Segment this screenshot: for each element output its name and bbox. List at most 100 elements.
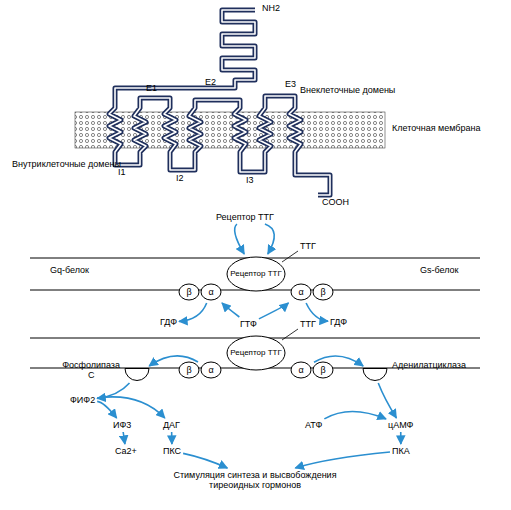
flow-arrow xyxy=(295,452,390,468)
beta-subunit: β xyxy=(178,361,200,379)
flow-arrow xyxy=(97,383,129,398)
node-text: ИФ3 xyxy=(113,420,131,430)
flow-arrow xyxy=(123,432,125,444)
ell-outline xyxy=(291,284,311,300)
ell-outline xyxy=(179,284,199,300)
node-text: ФИФ2 xyxy=(70,395,95,405)
alpha-subunit: α xyxy=(290,361,312,379)
node-text: Фосфолипаза С xyxy=(62,360,120,381)
ell-outline xyxy=(313,362,333,378)
part-label: E1 xyxy=(146,84,157,94)
part-label: COOH xyxy=(322,198,349,208)
part-label: E3 xyxy=(285,80,296,90)
receptor-shape: Рецептор ТТГ xyxy=(226,256,286,292)
gtp-label: ГТФ xyxy=(240,313,257,331)
node-text: цАМФ xyxy=(388,420,413,430)
enzyme-outline xyxy=(125,369,149,381)
metabolite: ИФ3 xyxy=(113,414,131,432)
flow-arrow xyxy=(171,432,173,444)
ion-label: Ca2+ xyxy=(115,440,137,458)
part-label: Gq-белок xyxy=(50,266,89,276)
gdp-label: ГДФ xyxy=(330,311,347,329)
outcome-text: Стимуляция синтеза и высвобождения тирео… xyxy=(160,470,350,491)
leader-line xyxy=(282,251,298,262)
kinase-label: ПКС xyxy=(163,440,181,458)
node-text: Рецептор ТТГ xyxy=(230,269,282,278)
blob-outline xyxy=(227,336,285,370)
node-text: β xyxy=(186,365,191,375)
enzyme-shape: Аденилатциклаза xyxy=(362,368,388,381)
leader-line xyxy=(282,329,298,340)
node-text: ГДФ xyxy=(330,317,347,327)
node-text: α xyxy=(208,287,213,297)
node-text: АТФ xyxy=(305,420,322,430)
node-text: α xyxy=(298,365,303,375)
metabolite: цАМФ xyxy=(388,414,413,432)
part-label: Внутриклеточные домены xyxy=(12,160,121,170)
node-text: α xyxy=(208,365,213,375)
flow-arrow xyxy=(259,303,289,319)
ell-outline xyxy=(313,284,333,300)
node-text: ГДФ xyxy=(160,317,177,327)
receptor-chain xyxy=(109,10,330,195)
node-text: ДАГ xyxy=(163,420,180,430)
node-text: Стимуляция синтеза и высвобождения тирео… xyxy=(160,470,350,491)
enzyme-shape: Фосфолипаза С xyxy=(124,368,150,381)
flow-arrow xyxy=(265,224,274,254)
part-label: E2 xyxy=(205,78,216,88)
node-text: β xyxy=(186,287,191,297)
flow-arrow xyxy=(179,303,207,321)
part-label: NH2 xyxy=(262,4,280,14)
beta-subunit: β xyxy=(178,283,200,301)
receptor-caption: Рецептор ТТГ xyxy=(216,206,274,224)
flow-arrow xyxy=(222,303,239,317)
enzyme-outline xyxy=(363,369,387,381)
part-label: Gs-белок xyxy=(420,266,459,276)
half-outline xyxy=(362,368,388,381)
node-text: α xyxy=(298,287,303,297)
beta-subunit: β xyxy=(312,361,334,379)
blob-outline xyxy=(227,257,285,291)
flow-arrow xyxy=(235,224,245,254)
part-label: ТТГ xyxy=(300,242,316,252)
flow-arrow xyxy=(183,453,227,468)
node-text: β xyxy=(320,287,325,297)
gdp-label: ГДФ xyxy=(160,311,177,329)
part-label: I3 xyxy=(246,176,254,186)
part-label: I1 xyxy=(118,168,126,178)
flow-arrow xyxy=(400,432,402,444)
ell-outline xyxy=(201,284,221,300)
metabolite: ДАГ xyxy=(163,414,180,432)
flow-arrow xyxy=(149,356,198,366)
node-text: ПКС xyxy=(163,446,181,456)
node-text: Аденилатциклаза xyxy=(392,360,466,370)
alpha-subunit: α xyxy=(290,283,312,301)
flow-arrow xyxy=(97,397,165,418)
part-label: Внеклеточные домены xyxy=(300,86,395,96)
part-label: Клеточная мембрана xyxy=(392,124,481,134)
beta-subunit: β xyxy=(312,283,334,301)
alpha-subunit: α xyxy=(200,283,222,301)
kinase-label: ПКА xyxy=(392,440,410,458)
half-outline xyxy=(124,368,150,381)
node-text: Ca2+ xyxy=(115,446,137,456)
part-label: I2 xyxy=(176,174,184,184)
node-text: ГТФ xyxy=(240,319,257,329)
node-text: β xyxy=(320,365,325,375)
flow-arrow xyxy=(306,303,328,321)
receptor-chain-core xyxy=(109,10,330,195)
metabolite: АТФ xyxy=(305,414,322,432)
flow-arrow xyxy=(97,401,116,418)
ell-outline xyxy=(179,362,199,378)
flow-arrow xyxy=(324,411,386,418)
metabolite: ФИФ2 xyxy=(70,389,95,407)
part-label: ТТГ xyxy=(300,320,316,330)
node-text: Рецептор ТТГ xyxy=(230,348,282,357)
alpha-subunit: α xyxy=(200,361,222,379)
flow-arrow xyxy=(314,356,363,366)
ell-outline xyxy=(201,362,221,378)
receptor-shape: Рецептор ТТГ xyxy=(226,335,286,371)
